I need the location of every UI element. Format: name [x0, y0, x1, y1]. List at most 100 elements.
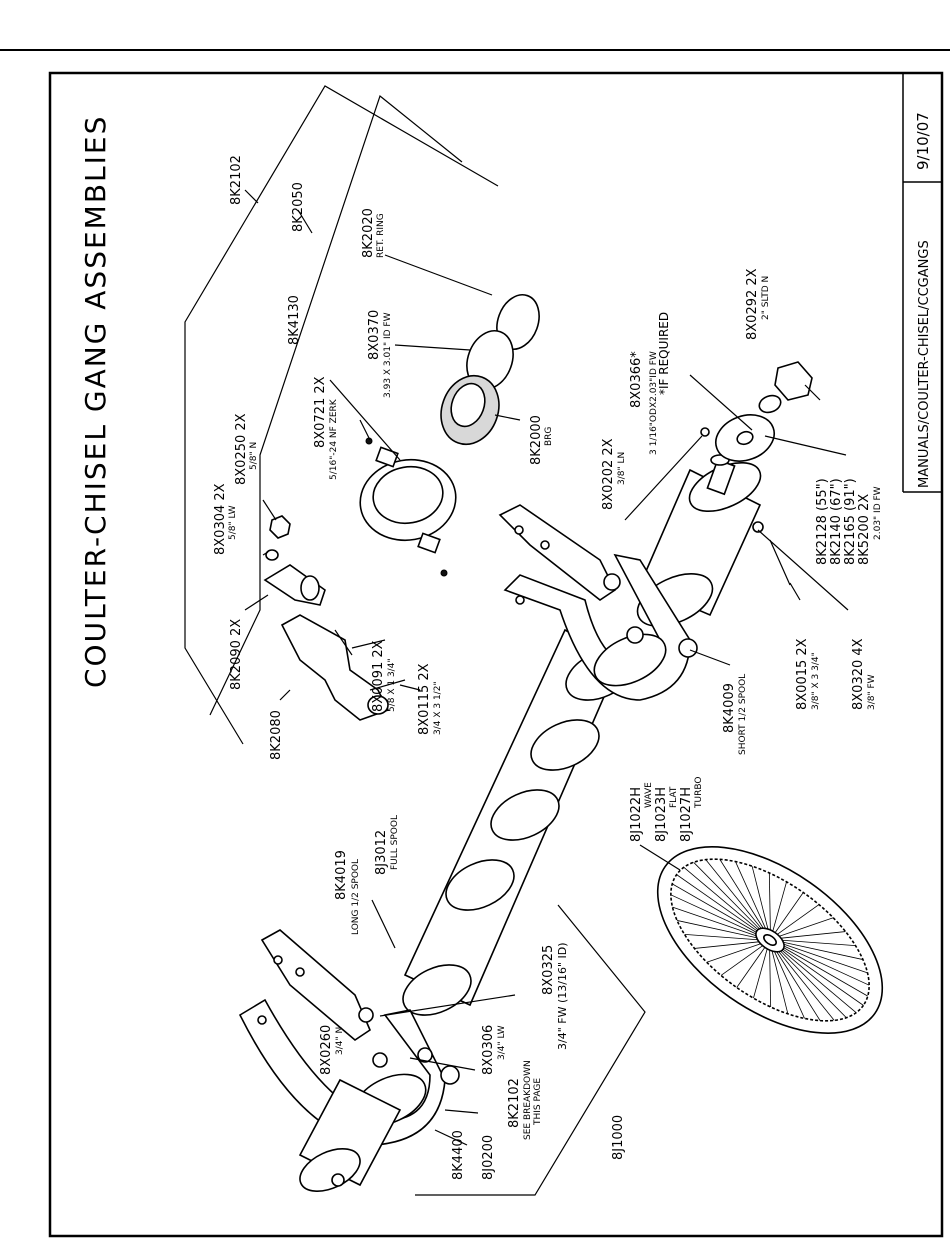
group-bracket-lines: [184, 85, 646, 1196]
blade-spoke: [774, 892, 804, 933]
callout-8X0202: 8X0202 2X: [601, 438, 616, 510]
callout-8K2050: 8K2050: [291, 182, 306, 232]
callout-8X0115: 8X0115 2X: [417, 663, 432, 735]
blade-spoke: [783, 941, 864, 960]
blade-spoke: [778, 951, 835, 1021]
leader-lines: [244, 189, 849, 1146]
callout-8K2020: 8K2020: [361, 208, 376, 258]
blade-spoke: [782, 948, 864, 1006]
callout-8X0292-sub: 2" SLTD N: [761, 276, 771, 320]
gang-arm-left: [238, 929, 460, 1192]
callout-8K4019: 8K4019: [334, 850, 349, 900]
blade-spoke: [783, 947, 868, 997]
callouts: 8K2102 8K2050 8K2020 RET. RING 8X0370 3.…: [213, 155, 883, 1180]
blade-spoke: [771, 950, 789, 1014]
blade-spoke: [684, 933, 758, 941]
callout-8X0202-sub: 3/8" LN: [617, 452, 627, 485]
blade-spoke: [736, 947, 766, 988]
callout-8K2020-sub: RET. RING: [376, 213, 386, 258]
callout-8X0306-sub: 3/4" LW: [497, 1025, 507, 1060]
callout-8K4019-sub: LONG 1/2 SPOOL: [351, 859, 361, 935]
title-block-path: MANUALS/COULTER-CHISEL/CCGANGS: [917, 240, 932, 488]
callout-8K4130: 8K4130: [287, 295, 302, 345]
callout-8J3012: 8J3012: [374, 830, 389, 875]
callout-8K2128: 8K2128 (55"): [815, 478, 830, 565]
callout-8X0260: 8X0260: [319, 1025, 334, 1075]
callout-8J1000: 8J1000: [611, 1115, 626, 1160]
callout-8X0304: 8X0304 2X: [213, 483, 228, 555]
callout-8X0260-sub: 3/4" N: [335, 1027, 345, 1055]
drawing-border: [48, 71, 944, 1238]
coulter-blade: [656, 846, 884, 1034]
callout-8K2102-bottom-sub1: SEE BREAKDOWN: [523, 1060, 533, 1140]
blade-spoke: [781, 950, 857, 1013]
blade-spoke: [774, 951, 805, 1019]
blade-spoke: [777, 904, 820, 935]
callout-8K5200: 8K5200 2X: [857, 494, 872, 565]
callout-8K2140: 8K2140 (67"): [829, 478, 844, 565]
callout-8X0366: 8X0366*: [629, 351, 644, 408]
blade-spoke: [780, 950, 847, 1018]
blade-spoke: [751, 866, 769, 930]
page-title: COULTER-CHISEL GANG ASSEMBLIES: [79, 115, 112, 688]
blade-spoke: [720, 945, 763, 976]
callout-8X0306: 8X0306: [481, 1025, 496, 1075]
callout-8X0721: 8X0721 2X: [313, 376, 328, 448]
callout-8X0370: 8X0370: [367, 310, 382, 360]
gang-arm-right: [498, 504, 698, 701]
callout-8K2102-top: 8K2102: [229, 155, 244, 205]
callout-8K2102-bottom: 8K2102: [507, 1078, 522, 1128]
blade-spoke: [783, 945, 870, 986]
callout-8X0304-sub: 5/8" LW: [228, 505, 238, 540]
title-block-date: 9/10/07: [914, 112, 932, 170]
callout-8J1027H-sub: TURBO: [694, 777, 704, 809]
callout-8X0250: 8X0250 2X: [234, 413, 249, 485]
callout-8J0200: 8J0200: [481, 1135, 496, 1180]
blade-spoke: [753, 948, 768, 999]
callout-8K2080: 8K2080: [269, 710, 284, 760]
callout-8J3012-sub: FULL SPOOL: [390, 815, 400, 870]
callout-8X0325-sub: 3/4" FW (13/16" ID): [556, 942, 569, 1050]
callout-8K5200-sub: 2.03" ID FW: [873, 486, 883, 540]
top-rule: [0, 49, 950, 51]
blade-spoke: [694, 941, 760, 949]
callout-8K2000-sub: BRG: [544, 427, 554, 446]
blade-spoke: [735, 861, 766, 929]
blade-spoke: [780, 931, 846, 939]
blade-spoke: [670, 894, 757, 935]
blade-spoke: [693, 862, 760, 930]
blade-spoke: [706, 943, 761, 963]
callout-8K2000: 8K2000: [529, 415, 544, 465]
callout-8K2102-bottom-sub2: THIS PAGE: [533, 1078, 543, 1126]
blade-spoke: [705, 859, 762, 929]
callout-8X0292: 8X0292 2X: [745, 268, 760, 340]
callout-8X0091-sub: 5/8 X 1 3/4": [387, 658, 397, 712]
blade-spoke: [719, 859, 764, 929]
callout-8X0721-sub: 5/16"-24 NF ZERK: [329, 398, 339, 480]
callout-8J1022H-sub: WAVE: [644, 782, 654, 808]
blade-spoke: [676, 874, 758, 932]
callout-8K2165: 8K2165 (91"): [843, 478, 858, 565]
callout-8K2090: 8K2090 2X: [229, 619, 244, 690]
title-block: MANUALS/COULTER-CHISEL/CCGANGS 9/10/07: [902, 73, 942, 493]
blade-spoke: [782, 939, 856, 947]
blade-spoke: [768, 872, 771, 930]
callout-8J1022H: 8J1022H: [629, 787, 644, 842]
blade-spoke: [772, 881, 787, 932]
exploded-parts-upper: [263, 294, 813, 721]
blade-spoke: [769, 950, 772, 1008]
callout-8K4400: 8K4400: [451, 1130, 466, 1180]
callout-8X0370-sub: 3.93 X 3.01" ID FW: [383, 312, 393, 398]
blade-spoke: [783, 943, 868, 974]
callout-8X0015-sub: 3/8" X 3 3/4": [811, 652, 821, 710]
callout-8X0366-sub: 3 1/16"ODX2.03"ID FW: [649, 351, 659, 455]
callout-8X0320: 8X0320 4X: [851, 638, 866, 710]
blade-spoke: [683, 867, 759, 930]
blade-spoke: [672, 906, 757, 937]
blade-spoke: [779, 917, 834, 937]
callout-8X0325: 8X0325: [541, 945, 556, 995]
blade-spoke: [672, 883, 757, 933]
callout-8X0115-sub: 3/4 X 3 1/2": [433, 681, 443, 735]
callout-8J1023H-sub: FLAT: [669, 786, 679, 808]
